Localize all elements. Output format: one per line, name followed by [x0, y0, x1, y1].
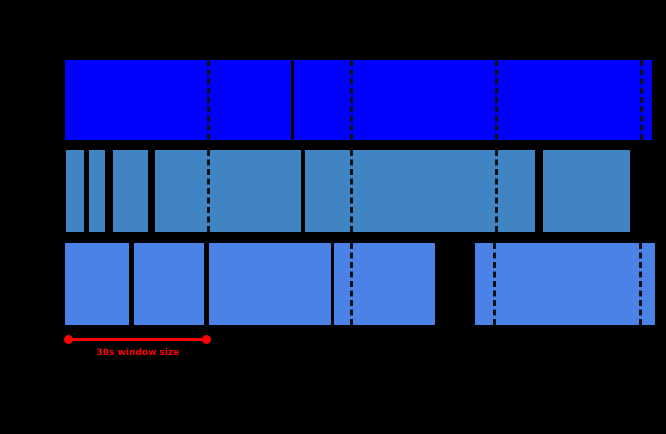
window-size-bracket-line [68, 338, 207, 341]
window-boundary-dashed-line [640, 60, 643, 140]
window-boundary-dashed-line [207, 60, 210, 140]
window-size-label: 30s window size [96, 348, 180, 358]
window-boundary-dashed-line [350, 150, 353, 232]
window-boundary-dashed-line [493, 243, 496, 325]
bar-segment [305, 150, 535, 232]
bar-segment [209, 243, 331, 325]
bar-segment [475, 243, 655, 325]
bar-segment [543, 150, 630, 232]
bar-segment [294, 60, 652, 140]
window-size-left-endpoint [64, 335, 73, 344]
bar-segment [113, 150, 148, 232]
bar-segment [155, 150, 301, 232]
window-boundary-dashed-line [495, 150, 498, 232]
bar-segment [65, 243, 129, 325]
bar-segment [134, 243, 204, 325]
window-boundary-dashed-line [350, 243, 353, 325]
window-boundary-dashed-line [639, 243, 642, 325]
window-size-right-endpoint [202, 335, 211, 344]
window-boundary-dashed-line [350, 60, 353, 140]
bar-segment [89, 150, 105, 232]
bar-segment [65, 60, 291, 140]
bar-segment [66, 150, 84, 232]
window-boundary-dashed-line [495, 60, 498, 140]
window-boundary-dashed-line [207, 150, 210, 232]
